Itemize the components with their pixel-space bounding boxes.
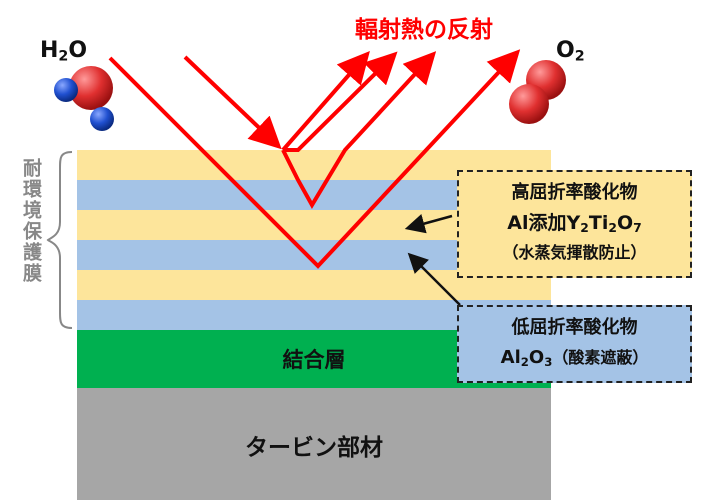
ray-reflect-2 [283,51,398,152]
callout-low-line1: 低屈折率酸化物 [511,317,638,338]
o2-atom-2 [509,84,549,124]
callout-low-index: 低屈折率酸化物 Al2O3（酸素遮蔽） [457,305,692,383]
diagram-title: 輻射熱の反射 [355,17,493,43]
ray-deep [108,49,521,269]
h2o-oxygen-atom [69,66,113,110]
side-brace [46,151,73,329]
o2-label: O2 [556,38,585,65]
substrate-label: タービン部材 [245,435,383,461]
callout-high-line3: （水蒸気揮散防止） [502,243,647,262]
protective-coating-label: 耐環境保護膜 [20,158,42,284]
callout-low-line2: Al2O3（酸素遮蔽） [500,347,649,369]
callout-high-index: 高屈折率酸化物 Al添加Y2Ti2O7 （水蒸気揮散防止） [457,170,692,278]
h2o-label: H2O [40,38,88,65]
ray-incident-short [183,55,282,150]
callout-high-line1: 高屈折率酸化物 [511,182,638,203]
callout-high-line2: Al添加Y2Ti2O7 [507,212,642,236]
ray-reflect-1 [281,50,370,152]
h2o-hydrogen-atom-1 [54,78,78,102]
h2o-hydrogen-atom-2 [90,107,114,131]
substrate-layer: タービン部材 [77,388,551,500]
callout-high-arrow [404,214,453,234]
bond-layer-label: 結合層 [282,348,346,372]
ray-reflect-3 [281,51,437,209]
callout-low-arrow [407,252,461,306]
